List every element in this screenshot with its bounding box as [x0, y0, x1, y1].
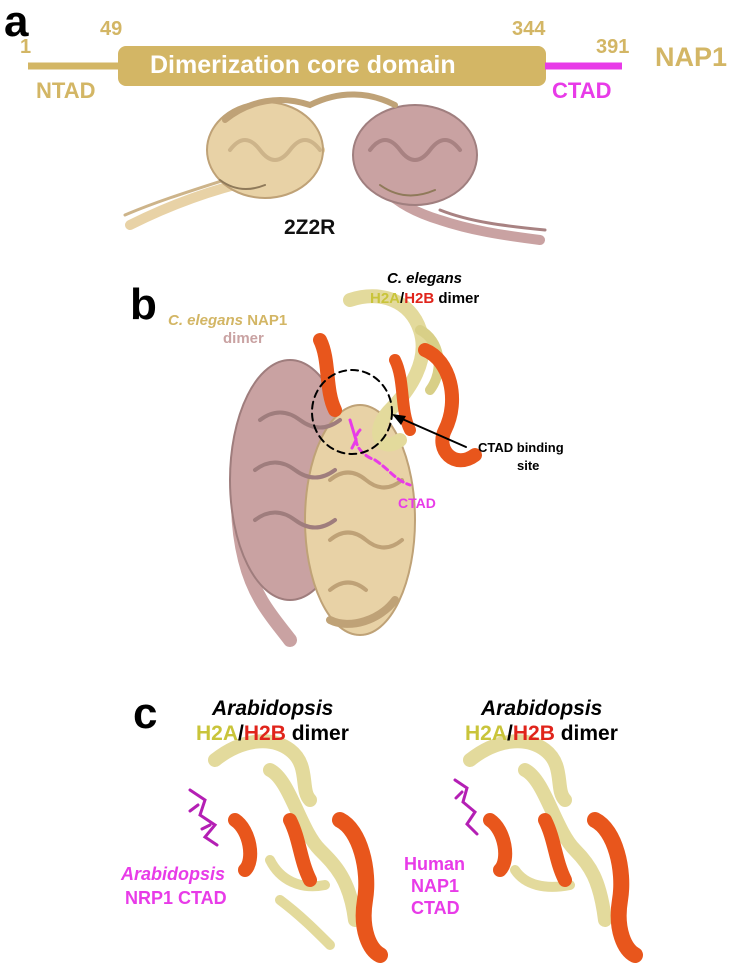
nap1-dimer-label: C. elegans NAP1 [168, 312, 287, 329]
left-h2b-text: H2B [243, 722, 286, 745]
right-h2a-text: H2A [465, 722, 508, 745]
ntad-label: NTAD [36, 78, 96, 103]
h2a-text: H2A [370, 290, 401, 307]
right-ctad-line2: NAP1 [411, 876, 460, 896]
nap1-label: NAP1 [655, 42, 728, 72]
binding-site-label-line2: site [517, 458, 540, 473]
left-h2a-text: H2A [196, 722, 239, 745]
right-h2b-text: H2B [512, 722, 555, 745]
right-ctad-line3: CTAD [411, 898, 460, 918]
binding-site-label-line1: CTAD binding [478, 440, 564, 455]
right-dimer-text: dimer [554, 722, 618, 745]
core-domain-bar [118, 46, 546, 86]
left-histone-label: H2A/H2B dimer [196, 722, 349, 746]
nap1-dimer-word: dimer [223, 330, 264, 347]
panel-letter-b: b [130, 280, 157, 329]
human-nap1-complex [453, 734, 643, 963]
ctad-b-label: CTAD [398, 495, 436, 511]
nap1-dimer-structure [123, 91, 547, 245]
nap1-name-text: NAP1 [243, 312, 288, 329]
h2b-text: H2B [404, 290, 435, 307]
dimer-text: dimer [434, 290, 480, 307]
ctad-label: CTAD [552, 78, 612, 103]
position-49-label: 49 [100, 18, 123, 40]
cel-nap1-histone-complex [229, 289, 482, 647]
slash-text: / [400, 290, 405, 307]
histone-dimer-label: H2A/H2B dimer [370, 290, 479, 307]
right-slash-text: / [507, 722, 513, 745]
position-1-label: 1 [20, 36, 32, 58]
left-ctad-line2: NRP1 CTAD [125, 888, 227, 908]
left-ctad-line1: Arabidopsis [121, 864, 226, 884]
pdb-id-label: 2Z2R [284, 216, 336, 239]
position-344-label: 344 [512, 18, 546, 40]
panel-letter-c: c [133, 689, 158, 738]
panel-letter-a: a [4, 0, 29, 46]
arabidopsis-nrp1-complex [188, 734, 388, 963]
left-dimer-text: dimer [285, 722, 349, 745]
right-species-label: Arabidopsis [481, 697, 603, 720]
position-391-label: 391 [596, 36, 630, 58]
core-domain-label: Dimerization core domain [150, 51, 456, 79]
histone-species-label: C. elegans [387, 270, 463, 287]
right-histone-label: H2A/H2B dimer [465, 722, 618, 746]
right-ctad-line1: Human [404, 854, 466, 874]
nap1-species-text: C. elegans [168, 312, 244, 329]
left-species-label: Arabidopsis [212, 697, 334, 720]
left-slash-text: / [238, 722, 244, 745]
